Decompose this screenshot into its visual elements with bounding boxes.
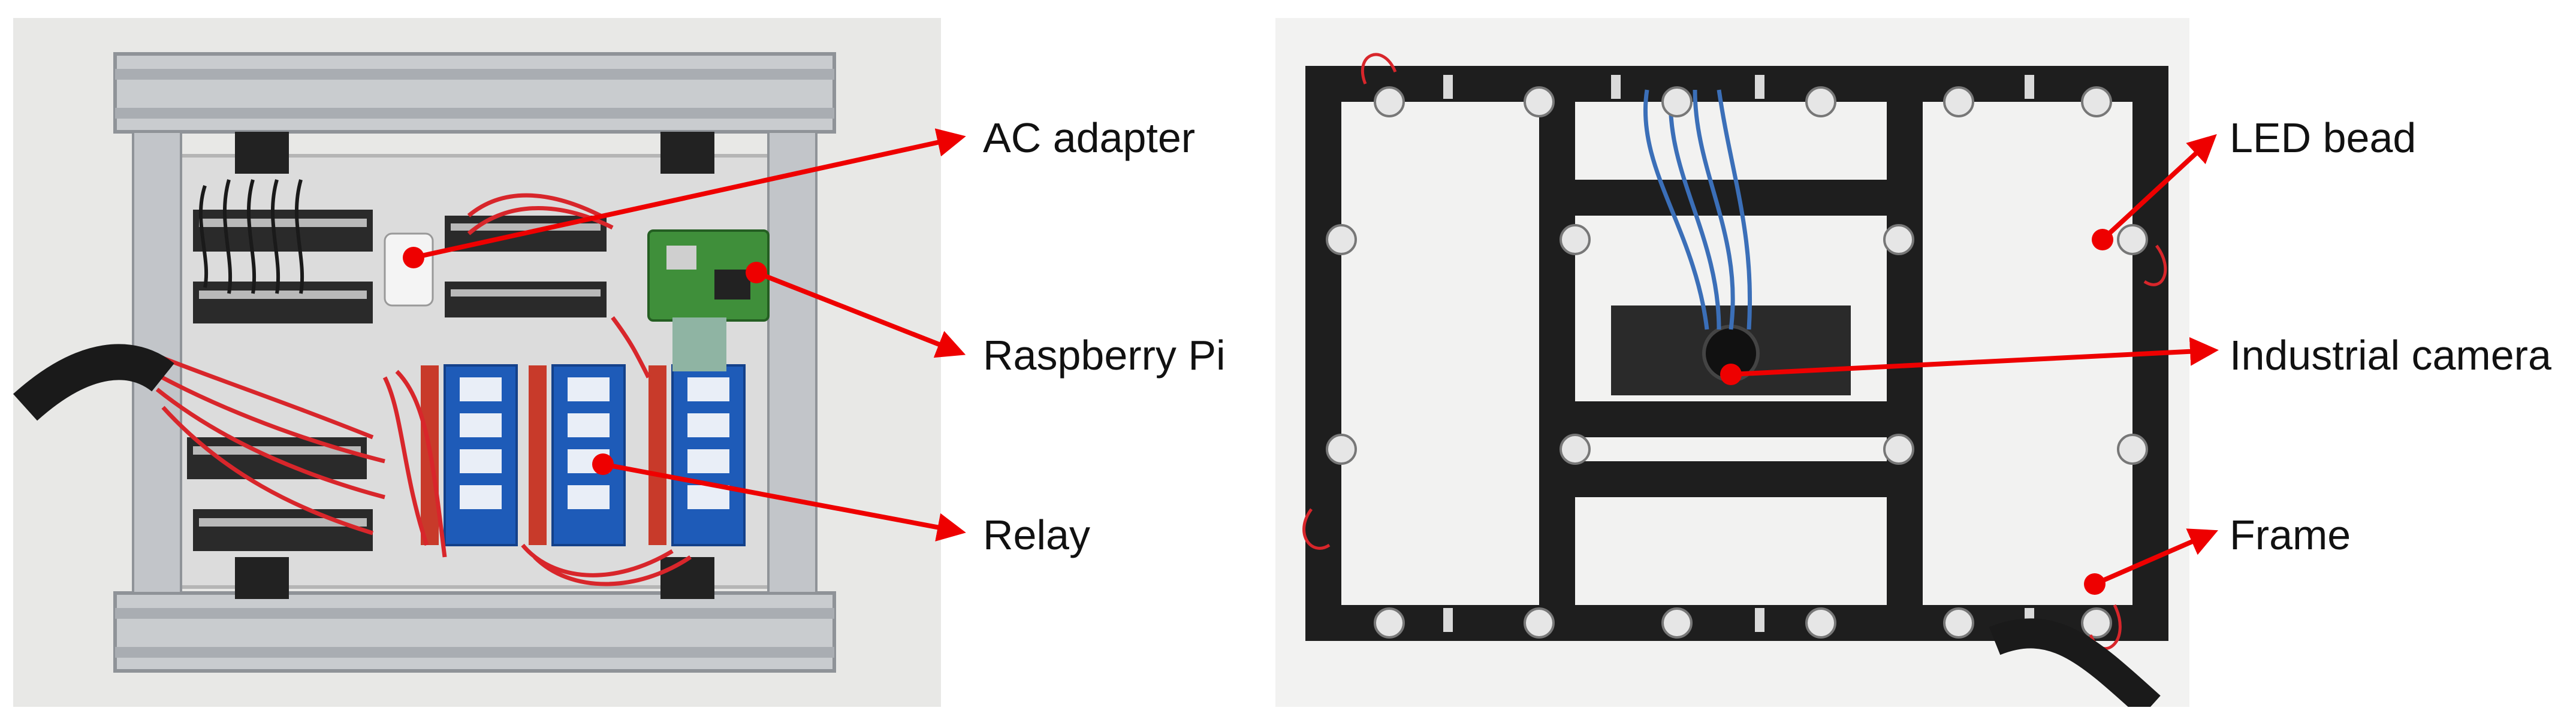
label-industrial-camera: Industrial camera <box>2230 332 2551 379</box>
ac-adapter-device <box>384 232 434 307</box>
aluminum-rail-bottom <box>113 591 836 673</box>
label-ac-adapter: AC adapter <box>983 114 1196 161</box>
aluminum-rail-top <box>113 52 836 134</box>
label-relay: Relay <box>983 512 1090 558</box>
conduit-right <box>1989 618 2161 707</box>
conduit <box>13 344 174 421</box>
label-frame: Frame <box>2230 512 2351 558</box>
led-frame-photo <box>1275 18 2189 707</box>
control-box-photo <box>13 18 941 707</box>
industrial-camera-body <box>1702 325 1760 382</box>
led-beads <box>1326 86 2148 639</box>
control-box-illustration <box>13 52 836 673</box>
led-frame-illustration <box>1302 53 2168 707</box>
label-led-bead: LED bead <box>2230 114 2417 161</box>
label-raspberry-pi: Raspberry Pi <box>983 332 1226 379</box>
